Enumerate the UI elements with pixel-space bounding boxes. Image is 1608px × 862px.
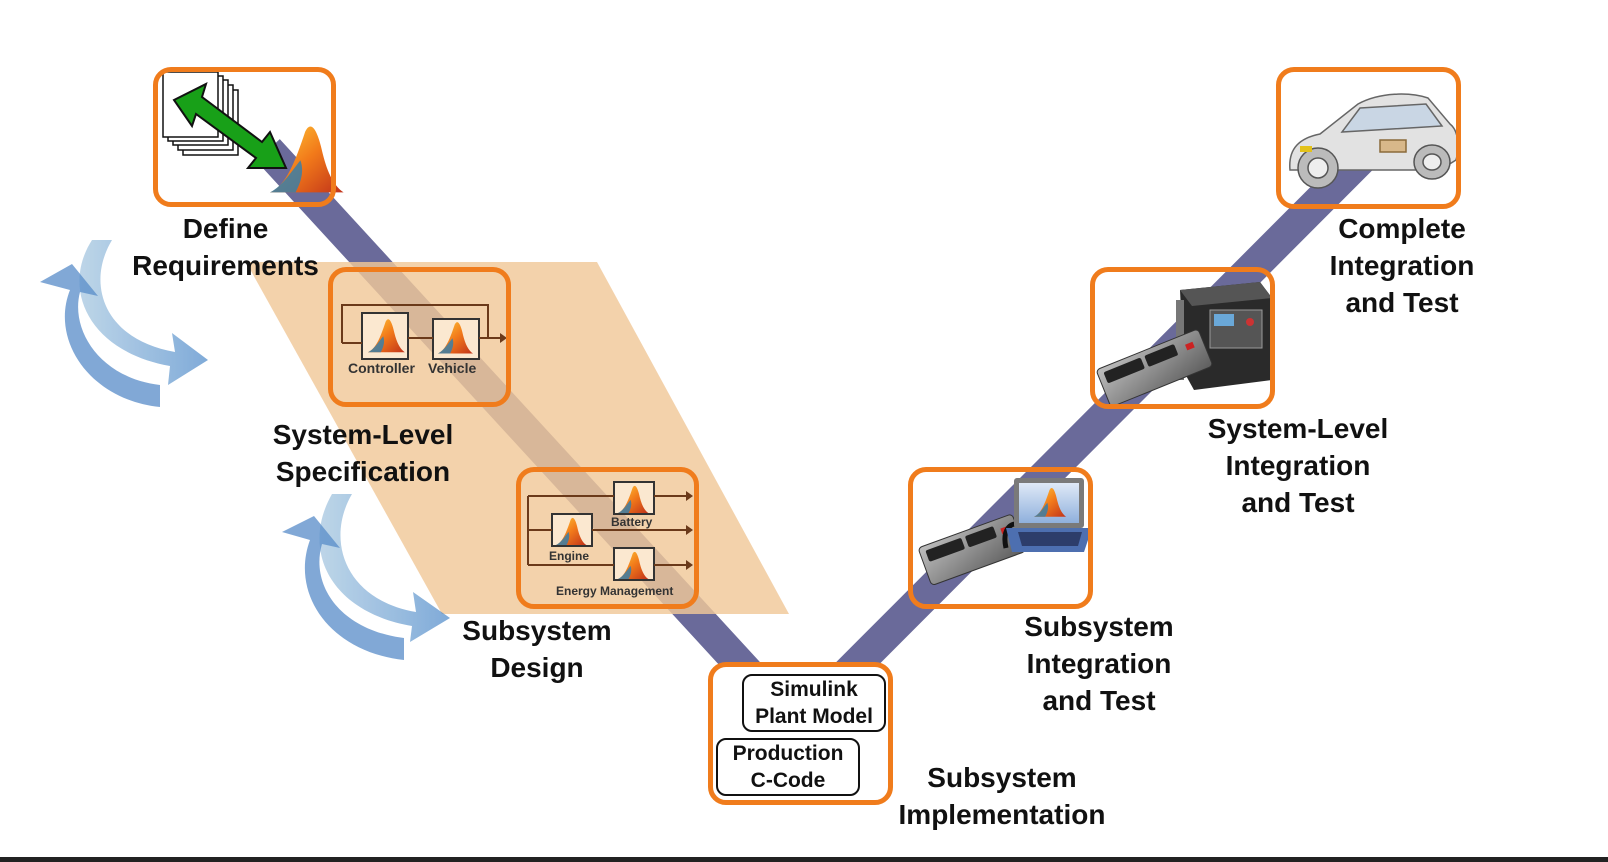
label-system-level-integration-test: System-Level Integration and Test	[1207, 413, 1389, 518]
box-complete-integration-test	[1276, 67, 1461, 209]
label-subsystem-integration-test: Subsystem Integration and Test	[1024, 611, 1174, 716]
laptop-icon	[1006, 478, 1092, 552]
label-complete-integration-test: Complete Integration and Test	[1329, 213, 1475, 318]
plant-model-box: Simulink Plant Model	[742, 674, 886, 732]
ecu-icon-2	[1096, 329, 1213, 407]
spec-vehicle-label: Vehicle	[428, 360, 477, 376]
box-subsystem-integration-test	[908, 467, 1093, 609]
bottom-border	[0, 857, 1608, 862]
design-battery-label: Battery	[611, 515, 653, 529]
box-define-requirements	[153, 67, 336, 207]
cycle-arrows-icon-upper	[40, 240, 208, 407]
label-subsystem-implementation: Subsystem Implementation	[898, 762, 1106, 830]
label-system-level-specification: System-Level Specification	[272, 419, 454, 487]
spec-controller-label: Controller	[348, 360, 415, 376]
box-system-level-integration-test	[1090, 267, 1275, 409]
cycle-arrows-icon-lower	[282, 494, 450, 660]
label-define-requirements: Define Requirements	[132, 213, 319, 281]
requirements-illustration	[162, 71, 344, 193]
design-energy-label: Energy Management	[556, 584, 674, 598]
label-subsystem-design: Subsystem Design	[462, 615, 612, 683]
design-engine-label: Engine	[549, 549, 590, 563]
production-code-box: Production C-Code	[716, 738, 860, 796]
box-system-level-specification	[328, 267, 511, 407]
box-subsystem-design	[516, 467, 699, 609]
car-icon	[1289, 93, 1459, 189]
double-arrow-icon	[172, 82, 288, 169]
